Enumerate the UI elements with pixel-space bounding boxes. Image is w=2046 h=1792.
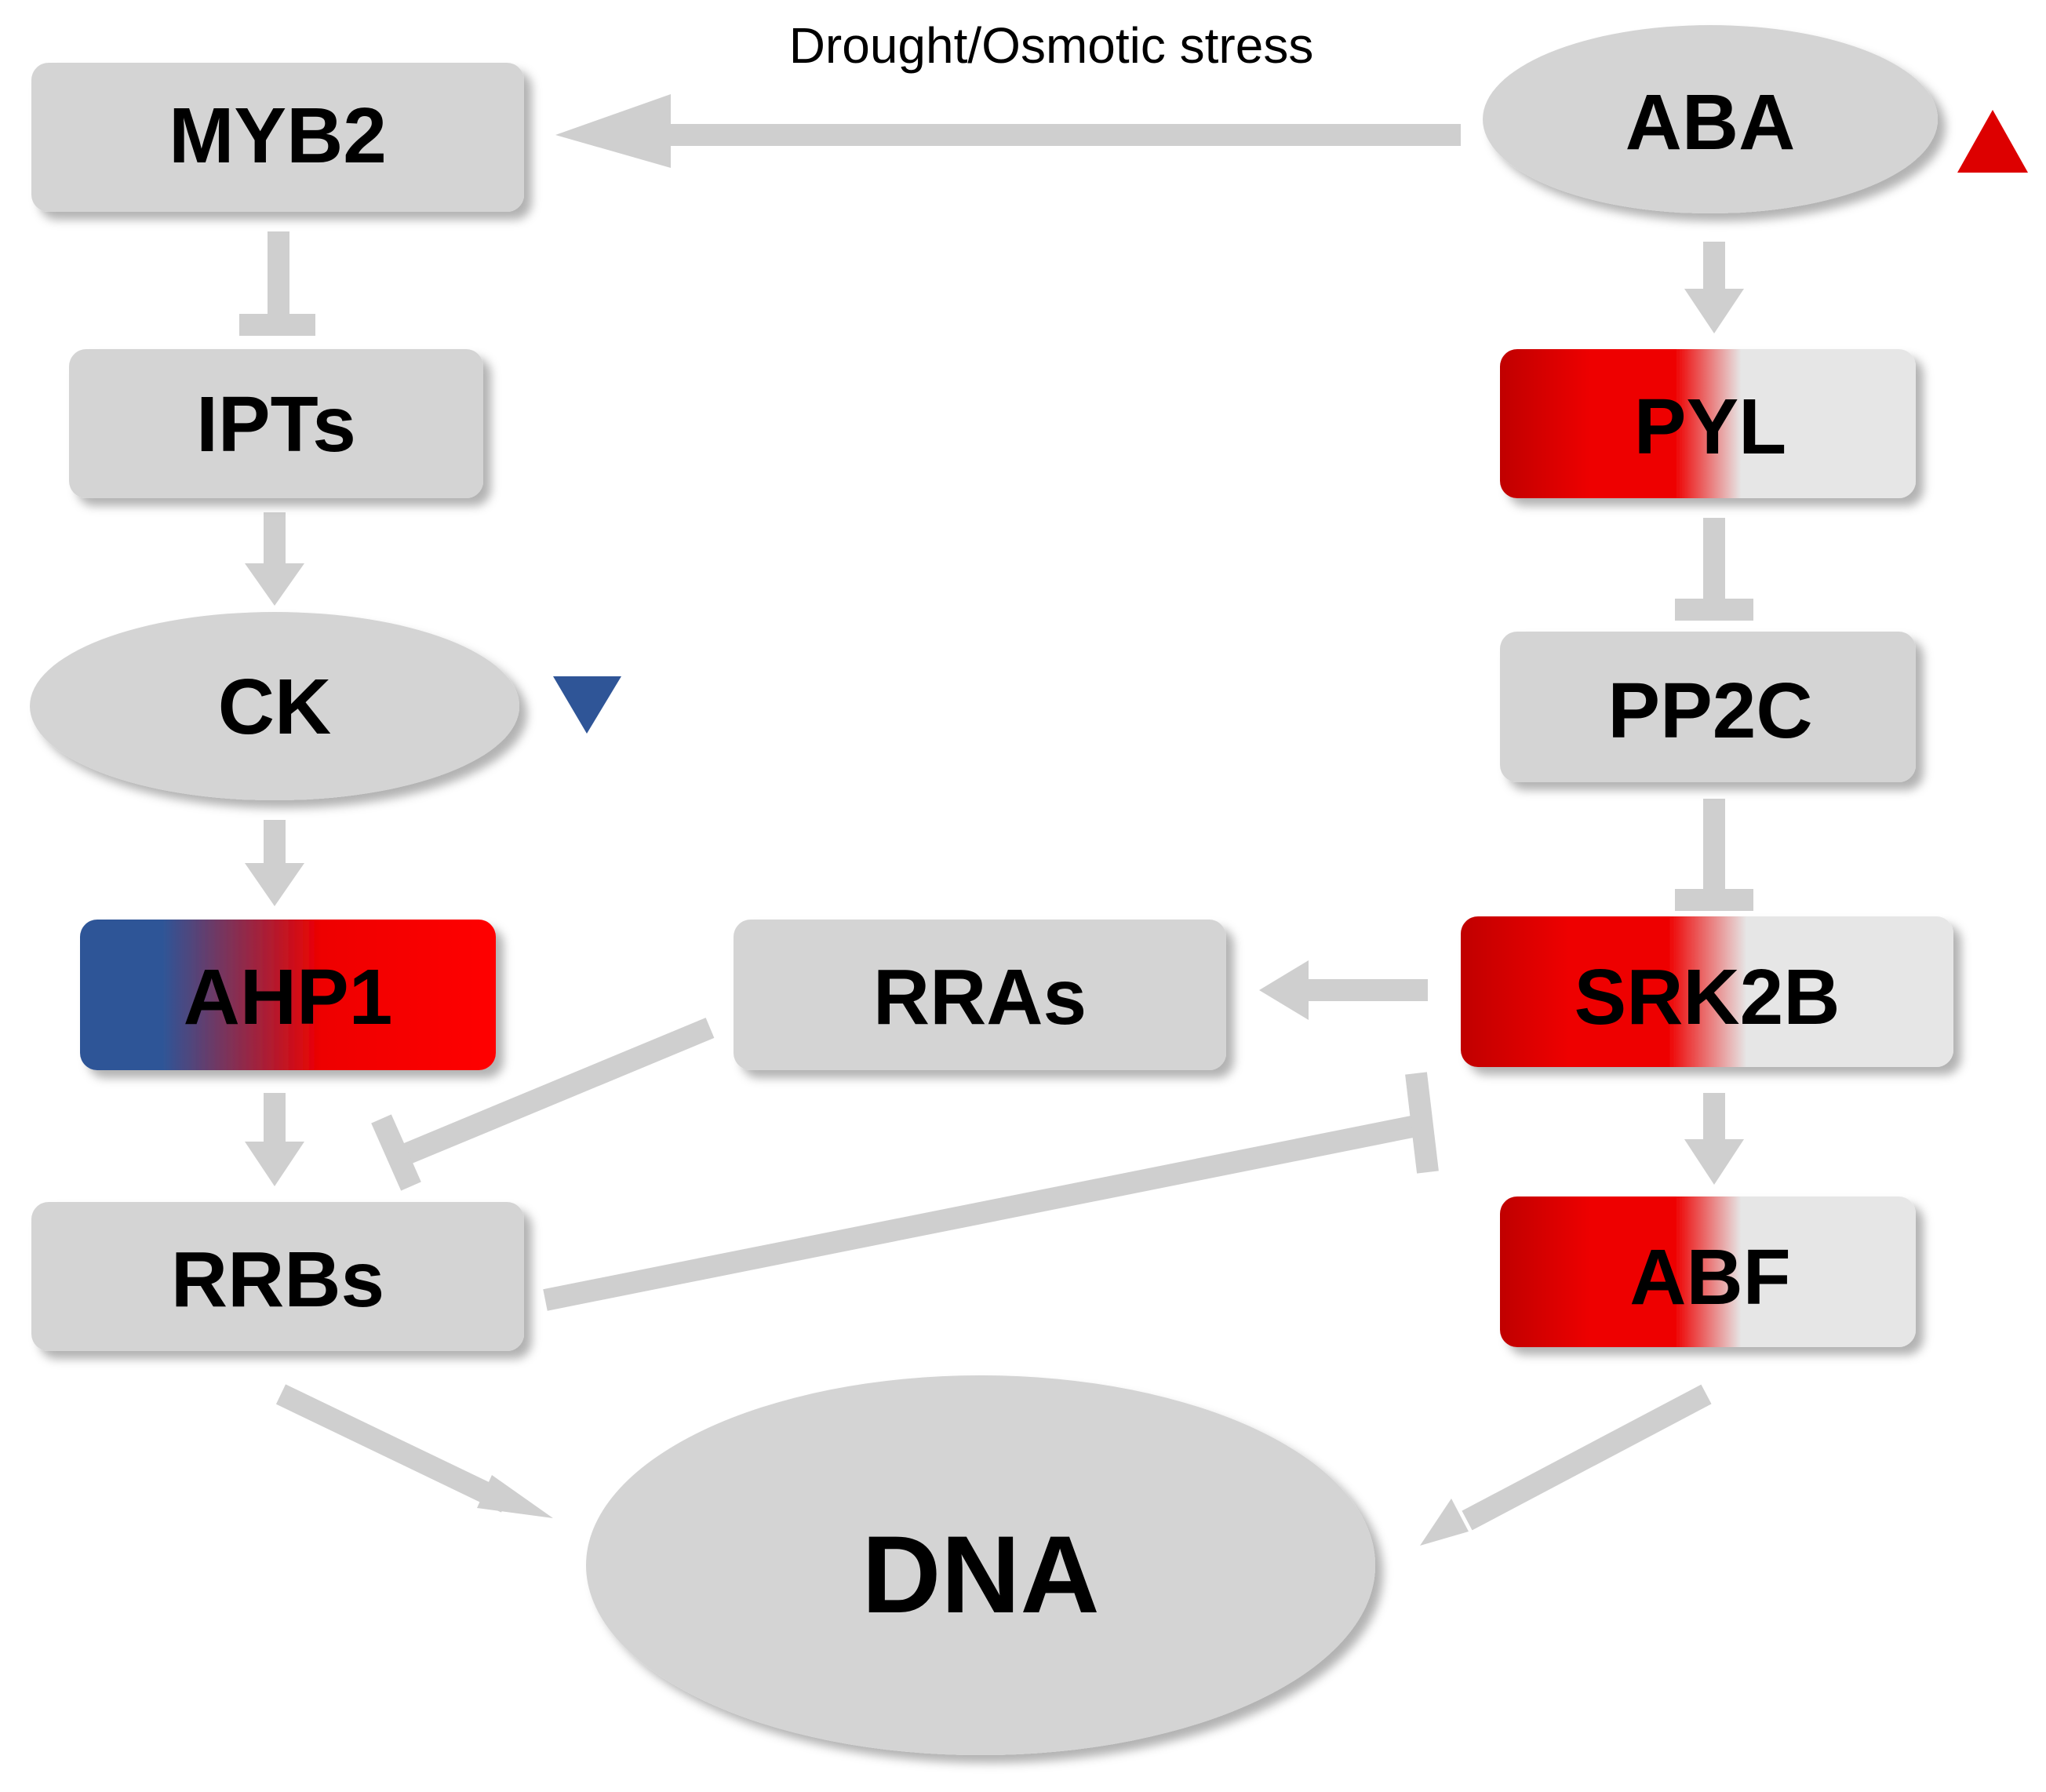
edge-pp2c-inhibits-srk2b (1675, 799, 1753, 911)
edge-aba-to-pyl (1684, 242, 1744, 333)
edge-rrbs-inhibits-srk2b (543, 1072, 1439, 1311)
node-aba-label: ABA (1626, 78, 1796, 166)
node-srk2b[interactable]: SRK2B (1461, 916, 1953, 1067)
node-rrbs-label: RRBs (171, 1236, 384, 1324)
node-ipts[interactable]: IPTs (69, 349, 483, 498)
edge-ck-to-ahp1 (245, 820, 304, 906)
edge-aba-to-myb2 (555, 94, 1461, 168)
node-dna-label: DNA (861, 1513, 1099, 1636)
node-rrbs[interactable]: RRBs (31, 1202, 524, 1351)
down-regulation-icon (553, 676, 621, 734)
node-rras[interactable]: RRAs (734, 920, 1226, 1070)
node-dna[interactable]: DNA (586, 1375, 1375, 1755)
node-pyl-label: PYL (1634, 383, 1786, 471)
edge-pyl-inhibits-pp2c (1675, 518, 1753, 621)
node-abf[interactable]: ABF (1500, 1196, 1916, 1347)
node-aba[interactable]: ABA (1483, 25, 1938, 213)
node-pp2c[interactable]: PP2C (1500, 632, 1916, 782)
up-regulation-icon (1957, 110, 2028, 173)
node-ahp1-label: AHP1 (184, 953, 393, 1041)
edge-abf-to-dna (1420, 1384, 1712, 1546)
node-abf-label: ABF (1629, 1233, 1791, 1321)
nodes: MYB2 IPTs CK AHP1 RRBs RRAs (30, 25, 2028, 1755)
edge-rrbs-to-dna (275, 1384, 553, 1518)
edges (239, 94, 1753, 1546)
node-ck-label: CK (218, 663, 331, 751)
edge-rras-inhibits-rrbs (371, 1018, 715, 1191)
stress-label: Drought/Osmotic stress (789, 17, 1314, 74)
node-rras-label: RRAs (873, 953, 1087, 1041)
node-ck[interactable]: CK (30, 612, 519, 800)
node-ipts-label: IPTs (196, 381, 356, 468)
edge-myb2-inhibits-ipts (239, 231, 315, 336)
node-ahp1[interactable]: AHP1 (80, 920, 496, 1070)
node-myb2-label: MYB2 (169, 92, 387, 180)
edge-ipts-to-ck (245, 512, 304, 606)
edge-ahp1-to-rrbs (245, 1093, 304, 1186)
node-pyl[interactable]: PYL (1500, 349, 1916, 498)
node-pp2c-label: PP2C (1607, 667, 1812, 755)
node-srk2b-label: SRK2B (1575, 953, 1840, 1041)
node-myb2[interactable]: MYB2 (31, 63, 524, 212)
edge-srk2b-to-rras (1259, 960, 1428, 1020)
edge-srk2b-to-abf (1684, 1093, 1744, 1185)
